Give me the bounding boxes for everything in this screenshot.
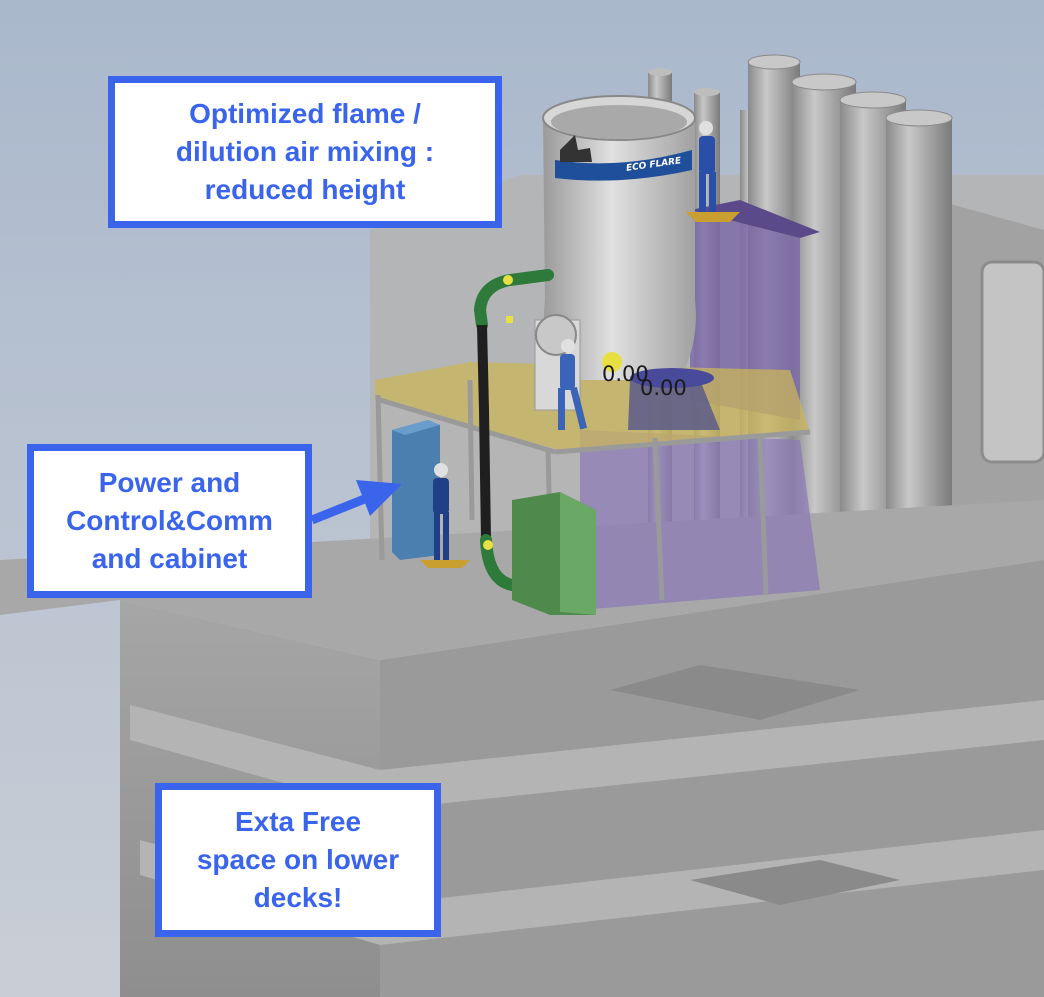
callout-arrow-shaft bbox=[310, 491, 374, 525]
callout-line: reduced height bbox=[204, 174, 406, 205]
callout-line: Power and bbox=[98, 467, 241, 498]
dimension-readout: 0.00 bbox=[602, 362, 649, 386]
flare-tank bbox=[542, 95, 720, 430]
callout-free-space: Exta Free space on lower decks! bbox=[155, 783, 441, 937]
wall-window bbox=[980, 260, 1044, 464]
pipe-clamp bbox=[503, 275, 513, 285]
callout-line: and cabinet bbox=[91, 543, 248, 574]
enclosure-lower bbox=[580, 430, 820, 610]
worker-figure-top bbox=[686, 121, 740, 222]
callout-line: Exta Free bbox=[234, 806, 362, 837]
callout-power-cabinet: Power and Control&Comm and cabinet bbox=[27, 444, 312, 598]
callout-line: Control&Comm bbox=[66, 505, 273, 536]
lower-deck-opening-2 bbox=[690, 860, 900, 905]
lower-deck-opening bbox=[610, 665, 860, 720]
enclosure-upper bbox=[690, 210, 800, 420]
enclosure-upper-top bbox=[690, 200, 820, 238]
marker-square bbox=[506, 316, 513, 323]
worker-figure-platform bbox=[558, 339, 588, 430]
pipe-clamp-lower bbox=[483, 540, 493, 550]
callout-line: decks! bbox=[253, 882, 343, 913]
callout-line: dilution air mixing : bbox=[175, 136, 435, 167]
callout-line: Optimized flame / bbox=[189, 98, 421, 129]
black-pipe bbox=[477, 324, 491, 541]
callout-flame-mixing: Optimized flame / dilution air mixing : … bbox=[108, 76, 502, 228]
worker-figure-cabinet bbox=[420, 463, 470, 568]
lower-deck-2 bbox=[130, 700, 1044, 810]
callout-line: space on lower bbox=[196, 844, 400, 875]
dimension-readout: 0.00 bbox=[640, 376, 687, 400]
green-cabinet bbox=[512, 492, 596, 615]
callout-arrow-head bbox=[356, 480, 402, 516]
blue-cabinet bbox=[392, 420, 440, 560]
